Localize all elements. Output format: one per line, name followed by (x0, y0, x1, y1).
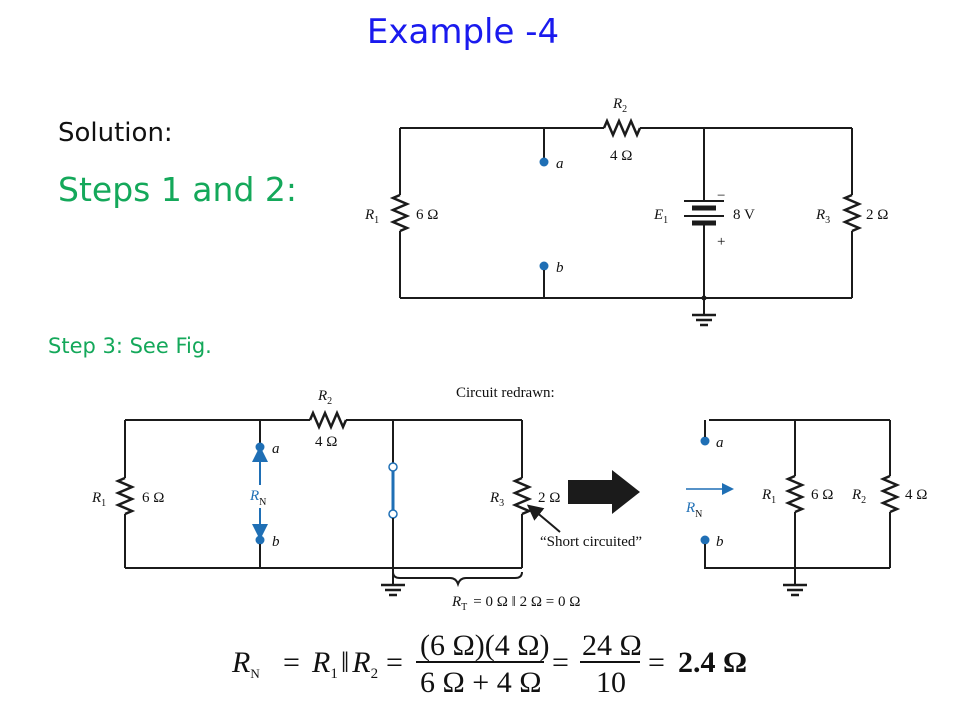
steps-1-2-heading: Steps 1 and 2: (58, 170, 297, 209)
svg-text:R1: R1 (761, 487, 776, 506)
r1-resistor (389, 193, 411, 233)
svg-text:b: b (716, 534, 724, 550)
svg-text:=: = (283, 646, 300, 679)
svg-text:RT= 0 Ω ‖ 2 Ω = 0 Ω: RT= 0 Ω ‖ 2 Ω = 0 Ω (451, 594, 580, 613)
svg-text:10: 10 (596, 666, 626, 699)
svg-text:−: − (717, 188, 725, 204)
svg-text:4 Ω: 4 Ω (905, 487, 927, 503)
r2-resistor (602, 117, 642, 139)
r3-resistor (841, 193, 863, 233)
redraw-arrow (568, 470, 640, 514)
r1-resistor-fig3 (784, 474, 806, 514)
svg-text:=: = (386, 646, 403, 679)
svg-text:a: a (272, 441, 280, 457)
svg-text:R1: R1 (364, 207, 379, 226)
svg-text:R2: R2 (851, 487, 866, 506)
svg-text:2.4 Ω: 2.4 Ω (678, 646, 747, 679)
svg-text:4 Ω: 4 Ω (610, 148, 632, 164)
svg-text:=: = (552, 646, 569, 679)
svg-text:6 Ω + 4 Ω: 6 Ω + 4 Ω (420, 666, 542, 699)
slide-title: Example -4 (366, 12, 560, 52)
svg-text:=: = (648, 646, 665, 679)
svg-text:E1: E1 (653, 207, 668, 226)
shorted-circuit: Circuit redrawn: R2 4 Ω R1 6 Ω R3 2 Ω a … (91, 385, 642, 613)
svg-text:2 Ω: 2 Ω (866, 207, 888, 223)
original-circuit: R2 4 Ω R1 6 Ω R3 2 Ω E1 8 V − + a b (364, 96, 888, 327)
svg-text:24 Ω: 24 Ω (582, 629, 642, 662)
svg-text:b: b (272, 534, 280, 550)
r2-resistor-fig2 (308, 409, 348, 431)
svg-text:6 Ω: 6 Ω (416, 207, 438, 223)
svg-text:8 V: 8 V (733, 207, 755, 223)
svg-text:RN: RN (685, 500, 702, 520)
svg-text:RN: RN (249, 488, 266, 508)
r2-resistor-fig3 (879, 474, 901, 514)
svg-text:4 Ω: 4 Ω (315, 434, 337, 450)
r1-resistor-fig2 (114, 476, 136, 516)
svg-text:2 Ω: 2 Ω (538, 490, 560, 506)
svg-text:R2: R2 (317, 388, 332, 407)
svg-text:Circuit redrawn:: Circuit redrawn: (456, 385, 555, 401)
svg-text:a: a (716, 435, 724, 451)
svg-text:R1‖R2: R1‖R2 (311, 646, 378, 682)
svg-text:R3: R3 (815, 207, 830, 226)
svg-text:“Short circuited”: “Short circuited” (540, 534, 642, 550)
r3-resistor-fig2 (511, 476, 533, 516)
svg-text:a: a (556, 156, 564, 172)
svg-text:6 Ω: 6 Ω (142, 490, 164, 506)
svg-text:6 Ω: 6 Ω (811, 487, 833, 503)
step-3-heading: Step 3: See Fig. (48, 334, 212, 358)
equivalent-circuit: a b RN R1 6 Ω R2 4 Ω (685, 419, 927, 597)
rn-equation: RN = R1‖R2 = (6 Ω)(4 Ω) 6 Ω + 4 Ω = 24 Ω… (231, 629, 747, 699)
solution-heading: Solution: (58, 118, 173, 148)
svg-text:R3: R3 (489, 490, 504, 509)
svg-text:R2: R2 (612, 96, 627, 115)
svg-text:(6 Ω)(4 Ω): (6 Ω)(4 Ω) (420, 629, 550, 662)
svg-text:+: + (717, 234, 725, 250)
svg-text:R1: R1 (91, 490, 106, 509)
svg-text:RN: RN (231, 646, 260, 681)
svg-text:b: b (556, 260, 564, 276)
